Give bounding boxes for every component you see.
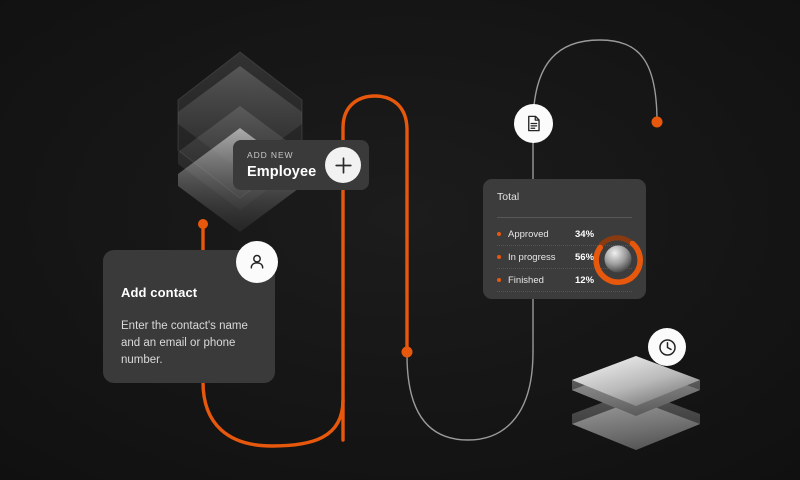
- legend-label: Approved: [508, 228, 549, 240]
- legend-label: In progress: [508, 251, 556, 263]
- list-item[interactable]: In progress 56%: [497, 246, 632, 269]
- orange-dot-center: [401, 346, 413, 358]
- list-item[interactable]: Finished 12%: [497, 269, 632, 292]
- legend-dot-icon: [497, 278, 501, 282]
- total-legend-list: Approved 34% In progress 56% Finished 12…: [483, 223, 646, 292]
- legend-value: 12%: [575, 274, 595, 286]
- legend-dot-icon: [497, 232, 501, 236]
- add-new-title: Employee: [247, 164, 317, 180]
- layers-stack-shape: [572, 356, 700, 450]
- add-employee-button[interactable]: [325, 147, 361, 183]
- legend-value: 56%: [575, 251, 595, 263]
- orange-path-main: [341, 94, 409, 442]
- user-icon: [250, 254, 264, 269]
- donut-center-sphere: [604, 245, 632, 273]
- add-new-eyebrow: ADD NEW: [247, 150, 294, 160]
- total-card-title: Total: [497, 191, 520, 203]
- orange-dot-right: [651, 116, 663, 128]
- list-item[interactable]: Approved 34%: [497, 223, 632, 246]
- clock-badge[interactable]: [648, 328, 686, 366]
- total-card-divider: [497, 217, 632, 218]
- plus-icon: [334, 156, 352, 174]
- legend-dot-icon: [497, 255, 501, 259]
- legend-value: 34%: [575, 228, 595, 240]
- contact-avatar-badge[interactable]: [236, 241, 278, 283]
- gray-curve-bottom: [406, 351, 534, 441]
- add-contact-body: Enter the contact's name and an email or…: [121, 320, 248, 366]
- donut-segment-in-progress: [593, 240, 643, 285]
- legend-label: Finished: [508, 274, 544, 286]
- total-donut-chart: [593, 235, 643, 285]
- donut-segment-approved: [598, 235, 633, 248]
- add-contact-heading: Add contact: [121, 285, 198, 300]
- clock-icon: [658, 338, 676, 356]
- document-badge[interactable]: [514, 104, 553, 143]
- orange-dot-left: [198, 219, 208, 229]
- gray-arc-top: [532, 39, 658, 127]
- document-icon: [528, 115, 540, 132]
- orange-path-lower: [201, 380, 345, 448]
